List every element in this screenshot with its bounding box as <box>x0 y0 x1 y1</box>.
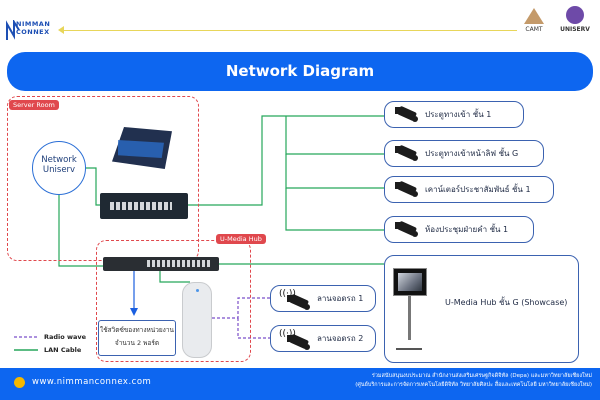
network-uniserv-node: Network Uniserv <box>32 141 86 195</box>
cctv-camera-icon <box>395 144 419 161</box>
lan-cam-4 <box>285 188 384 231</box>
lan-cam-2 <box>285 116 384 155</box>
header-divider <box>62 30 517 31</box>
hub-switch-icon <box>103 257 219 271</box>
kiosk-display-icon <box>393 268 427 296</box>
uniserv-logo-icon <box>566 6 584 24</box>
camt-logo-icon <box>524 8 544 24</box>
radio-ap-2 <box>237 318 270 339</box>
uniserv-logo: UNISERV <box>557 6 593 46</box>
umedia-hub-zone <box>96 240 251 362</box>
server-front-panel <box>118 140 164 158</box>
server-room-label: Server Room <box>9 100 59 110</box>
switch-note: ใช้สวิตซ์ของทางหน่วยงาน จำนวน 2 พอร์ต <box>98 320 176 356</box>
cctv-camera-icon <box>395 180 419 197</box>
uplink-arrow <box>130 308 138 316</box>
page-title: Network Diagram <box>7 52 593 91</box>
lan-hub-ap <box>159 271 190 283</box>
brand-text: NIMMAN CONNEX <box>16 20 51 36</box>
camera-box-3: เคาน์เตอร์ประชาสัมพันธ์ ชั้น 1 <box>384 176 554 203</box>
camt-logo: CAMT <box>520 8 548 44</box>
camera-box-2: ประตูทางเข้าหน้าลิฟ ชั้น G <box>384 140 544 167</box>
wireless-camera-box-2: ((·)) ลานจอดรถ 2 <box>270 325 376 352</box>
cctv-camera-icon <box>287 333 311 350</box>
lan-network-hub <box>58 195 103 267</box>
umedia-hub-label: U-Media Hub <box>216 234 266 244</box>
cctv-camera-icon <box>395 105 419 122</box>
footer: www.nimmanconnex.com ร่วมสนับสนุนงบประมา… <box>0 368 600 400</box>
core-switch-icon <box>100 193 188 219</box>
access-point-icon <box>182 282 212 358</box>
cctv-camera-icon <box>287 293 311 310</box>
wireless-camera-box-1: ((·)) ลานจอดรถ 1 <box>270 285 376 312</box>
lan-cam-3 <box>285 154 384 189</box>
wifi-icon: ((·)) <box>279 329 296 339</box>
header-arrow-icon <box>58 26 64 34</box>
footer-url[interactable]: www.nimmanconnex.com <box>32 377 152 387</box>
camera-box-4: ห้องประชุมฝ่ายคำ ชั้น 1 <box>384 216 534 243</box>
wifi-icon: ((·)) <box>279 289 296 299</box>
cctv-camera-icon <box>395 220 419 237</box>
camera-box-1: ประตูทางเข้า ชั้น 1 <box>384 101 524 128</box>
radio-ap-1 <box>212 297 270 319</box>
footer-credit: ร่วมสนับสนุนงบประมาณ สำนักงานส่งเสริมเศร… <box>355 373 592 388</box>
showcase-box: U-Media Hub ชั้น G (Showcase) <box>384 255 579 363</box>
nimman-connex-logo <box>6 18 66 44</box>
globe-icon <box>14 377 25 388</box>
lan-trunk <box>188 115 286 206</box>
lan-network-switch <box>86 167 100 206</box>
